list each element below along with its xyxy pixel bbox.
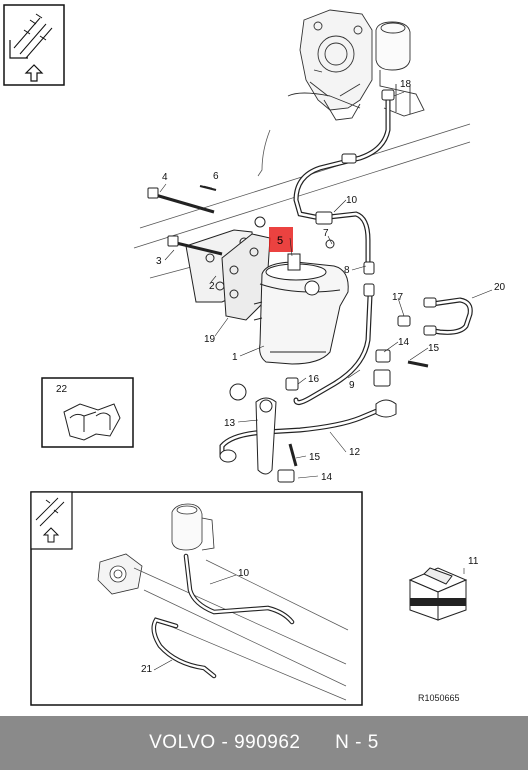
callout-4: 4: [162, 172, 168, 183]
callout-13: 13: [224, 418, 236, 429]
callout-19: 19: [204, 334, 216, 345]
callout-12: 12: [349, 447, 361, 458]
inset-hose-10-inner: [184, 554, 294, 624]
up-arrow-icon-bottom: [42, 527, 60, 543]
callout-11: 11: [468, 556, 479, 567]
callout-15-bottom: 15: [309, 452, 321, 463]
inset-leader-lines: [153, 574, 237, 671]
callout-2: 2: [209, 281, 215, 292]
engine-block: [287, 9, 373, 121]
lower-inset-view: 10 21: [30, 491, 363, 706]
footer-separator: -: [215, 732, 235, 753]
hose-20-inner: [426, 298, 472, 334]
steering-gear: [253, 253, 349, 365]
callout-8: 8: [344, 265, 350, 276]
callout-1: 1: [232, 352, 238, 363]
orientation-indicator-top: [3, 4, 65, 86]
orientation-indicator-bottom: [30, 491, 73, 550]
inset-clip-22: 22: [41, 377, 134, 448]
return-hose-main: [293, 89, 391, 265]
inset-frame-lines: [133, 559, 349, 701]
hose-clip-icon: [63, 403, 121, 441]
inset-reservoir: [171, 503, 215, 551]
vehicle-direction-icon-bottom: [35, 497, 65, 527]
callout-18: 18: [400, 79, 412, 90]
callout-17: 17: [392, 292, 404, 303]
callout-16: 16: [308, 374, 320, 385]
callout-10: 10: [346, 195, 358, 206]
power-steering-reservoir: [375, 21, 425, 117]
callout-14-top: 14: [398, 337, 410, 348]
footer-bar: VOLVO - 990962 N - 5: [0, 716, 528, 770]
diagram-reference-code: R1050665: [418, 693, 460, 703]
pipe-12-inner: [220, 406, 386, 458]
bolts: [147, 185, 335, 256]
bracket-19: [221, 233, 271, 321]
callout-5: 5: [277, 235, 283, 247]
fittings-14-16: [277, 349, 429, 483]
highlight-box-5: [269, 227, 293, 252]
leader-lines: [159, 91, 493, 479]
pitman-arm: [219, 383, 277, 475]
vehicle-direction-icon: [9, 13, 53, 59]
callout-22: 22: [56, 384, 68, 395]
subframe-lines: [133, 123, 471, 279]
parts-box-icon: [408, 567, 468, 621]
callout-21: 21: [141, 664, 153, 675]
callout-20: 20: [494, 282, 506, 293]
callout-labels: 4 6 3 2 19 1 5 7 8 10 18 20 17 9 16 14 1…: [156, 79, 506, 483]
inset-hose-21-inner: [152, 618, 216, 678]
callout-10-inset: 10: [238, 568, 250, 579]
callout-15-top: 15: [428, 343, 440, 354]
callout-6: 6: [213, 171, 219, 182]
footer-position: N - 5: [335, 732, 379, 753]
footer-part-number: 990962: [234, 732, 301, 753]
up-arrow-icon: [24, 64, 44, 82]
hose-fittings: [315, 89, 437, 336]
callout-14-bottom: 14: [321, 472, 333, 483]
callout-3: 3: [156, 256, 162, 267]
callout-9: 9: [349, 380, 355, 391]
return-hose-main-inner: [294, 90, 390, 264]
pressure-hose-9-inner: [294, 294, 372, 404]
part-11-box: 11: [408, 556, 479, 621]
callout-7: 7: [323, 228, 329, 239]
inset-pump: [97, 553, 143, 595]
footer-brand: VOLVO: [149, 732, 216, 753]
parts-diagram: 4 6 3 2 19 1 5 7 8 10 18 20 17 9 16 14 1…: [3, 4, 506, 706]
footer-gap: [300, 732, 335, 754]
